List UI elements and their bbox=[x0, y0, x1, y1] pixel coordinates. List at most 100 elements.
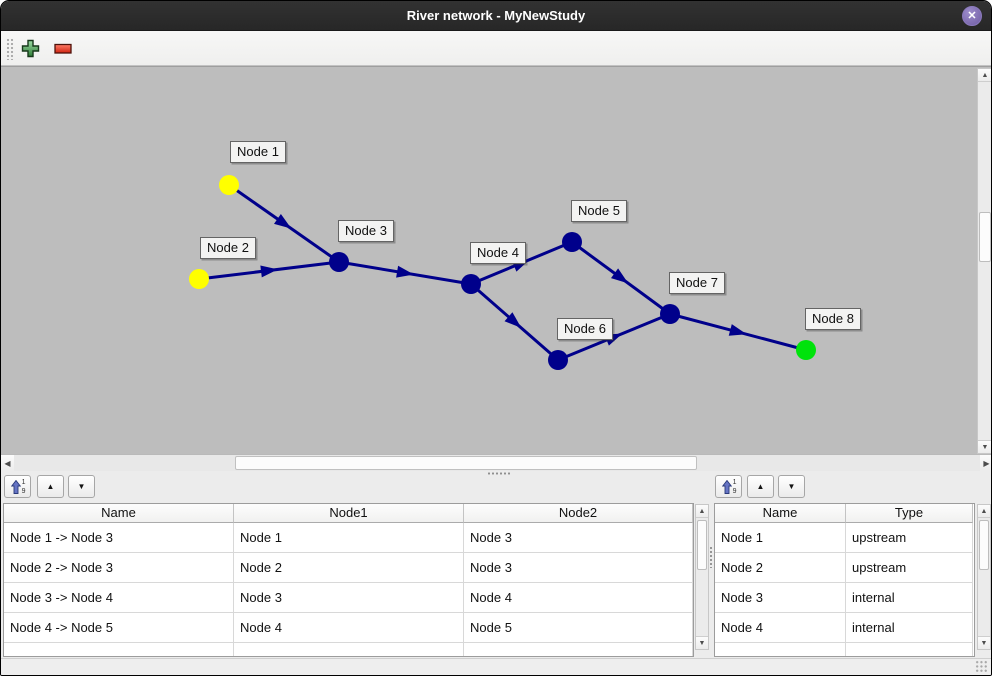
table-cell: Node 4 bbox=[715, 613, 846, 643]
table-cell: Node 5 bbox=[464, 613, 693, 643]
canvas-horizontal-scrollbar[interactable]: ◀ ▶ bbox=[1, 454, 991, 471]
table-cell: Node 4 bbox=[234, 613, 464, 643]
node[interactable] bbox=[562, 232, 582, 252]
node-label: Node 1 bbox=[230, 141, 286, 163]
edge-arrowhead-icon bbox=[611, 268, 629, 284]
table-cell bbox=[846, 643, 973, 656]
node[interactable] bbox=[796, 340, 816, 360]
remove-node-button[interactable] bbox=[54, 43, 73, 58]
titlebar[interactable]: River network - MyNewStudy ✕ bbox=[1, 1, 991, 31]
add-node-button[interactable] bbox=[21, 39, 40, 61]
table-row[interactable] bbox=[715, 643, 974, 656]
status-bar bbox=[1, 658, 991, 675]
nodes-scroll-thumb[interactable] bbox=[979, 520, 989, 570]
nodes-move-up-button[interactable]: ▲ bbox=[747, 475, 774, 498]
table-cell bbox=[464, 643, 693, 656]
table-cell: Node 3 -> Node 4 bbox=[4, 583, 234, 613]
table-cell: Node 3 bbox=[715, 583, 846, 613]
reaches-move-down-button[interactable]: ▼ bbox=[68, 475, 95, 498]
resize-grip-icon[interactable] bbox=[975, 660, 988, 673]
table-cell bbox=[4, 643, 234, 656]
table-cell: Node 2 -> Node 3 bbox=[4, 553, 234, 583]
node[interactable] bbox=[189, 269, 209, 289]
reaches-move-up-button[interactable]: ▲ bbox=[37, 475, 64, 498]
node-label: Node 5 bbox=[571, 200, 627, 222]
table-cell: Node 1 -> Node 3 bbox=[4, 523, 234, 553]
scroll-up-arrow-icon[interactable]: ▲ bbox=[978, 505, 990, 518]
canvas-hscroll-thumb[interactable] bbox=[235, 456, 697, 470]
table-cell: Node 2 bbox=[234, 553, 464, 583]
column-header[interactable]: Node1 bbox=[234, 504, 464, 523]
toolbar-drag-handle[interactable] bbox=[6, 38, 14, 60]
close-icon: ✕ bbox=[967, 10, 977, 22]
close-button[interactable]: ✕ bbox=[962, 6, 982, 26]
node[interactable] bbox=[219, 175, 239, 195]
column-header[interactable]: Node2 bbox=[464, 504, 693, 523]
scroll-down-arrow-icon[interactable]: ▼ bbox=[978, 636, 990, 649]
table-cell: Node 1 bbox=[715, 523, 846, 553]
node[interactable] bbox=[329, 252, 349, 272]
table-cell: Node 2 bbox=[715, 553, 846, 583]
table-cell: Node 3 bbox=[234, 583, 464, 613]
horizontal-splitter[interactable] bbox=[1, 471, 991, 475]
canvas-vscroll-thumb[interactable] bbox=[979, 212, 991, 262]
column-header[interactable]: Name bbox=[4, 504, 234, 523]
node-label: Node 6 bbox=[557, 318, 613, 340]
reaches-scroll-thumb[interactable] bbox=[697, 520, 707, 570]
scroll-up-arrow-icon[interactable]: ▲ bbox=[696, 505, 708, 518]
window-title: River network - MyNewStudy bbox=[406, 8, 586, 23]
node[interactable] bbox=[461, 274, 481, 294]
node-label: Node 8 bbox=[805, 308, 861, 330]
up-triangle-icon: ▲ bbox=[756, 481, 765, 491]
vertical-splitter[interactable] bbox=[709, 546, 713, 568]
nodes-table-header: Name Type bbox=[715, 504, 974, 523]
node[interactable] bbox=[548, 350, 568, 370]
down-triangle-icon: ▼ bbox=[77, 481, 86, 491]
scroll-up-arrow-icon[interactable]: ▲ bbox=[978, 69, 991, 82]
table-cell: upstream bbox=[846, 553, 973, 583]
main-toolbar bbox=[1, 31, 991, 66]
nodes-move-down-button[interactable]: ▼ bbox=[778, 475, 805, 498]
edge-arrowhead-icon bbox=[396, 265, 414, 278]
reaches-table-scrollbar[interactable]: ▲ ▼ bbox=[695, 504, 709, 650]
plus-icon bbox=[21, 39, 40, 61]
scroll-down-arrow-icon[interactable]: ▼ bbox=[696, 636, 708, 649]
table-cell: Node 4 -> Node 5 bbox=[4, 613, 234, 643]
node-label: Node 7 bbox=[669, 272, 725, 294]
node[interactable] bbox=[660, 304, 680, 324]
scroll-right-arrow-icon[interactable]: ▶ bbox=[980, 455, 991, 471]
reaches-sort-button[interactable]: 1 9 bbox=[4, 475, 31, 498]
edge-arrowhead-icon bbox=[260, 265, 278, 278]
up-triangle-icon: ▲ bbox=[46, 481, 55, 491]
nodes-table-scrollbar[interactable]: ▲ ▼ bbox=[977, 504, 991, 650]
reaches-table-header: Name Node1 Node2 bbox=[4, 504, 693, 523]
table-cell bbox=[715, 643, 846, 656]
edge-arrowhead-icon bbox=[504, 312, 522, 328]
column-header[interactable]: Type bbox=[846, 504, 973, 523]
column-header[interactable]: Name bbox=[715, 504, 846, 523]
sort-ascending-icon: 1 9 bbox=[721, 479, 737, 495]
table-row[interactable] bbox=[4, 643, 693, 656]
scroll-down-arrow-icon[interactable]: ▼ bbox=[978, 440, 991, 453]
edge-arrowhead-icon bbox=[274, 213, 292, 229]
table-cell: upstream bbox=[846, 523, 973, 553]
edge-arrowhead-icon bbox=[728, 324, 747, 336]
scroll-left-arrow-icon[interactable]: ◀ bbox=[1, 455, 14, 471]
node-label: Node 3 bbox=[338, 220, 394, 242]
table-cell: Node 3 bbox=[464, 523, 693, 553]
nodes-sort-button[interactable]: 1 9 bbox=[715, 475, 742, 498]
canvas-vertical-scrollbar[interactable]: ▲ ▼ bbox=[977, 68, 991, 454]
table-cell: Node 1 bbox=[234, 523, 464, 553]
